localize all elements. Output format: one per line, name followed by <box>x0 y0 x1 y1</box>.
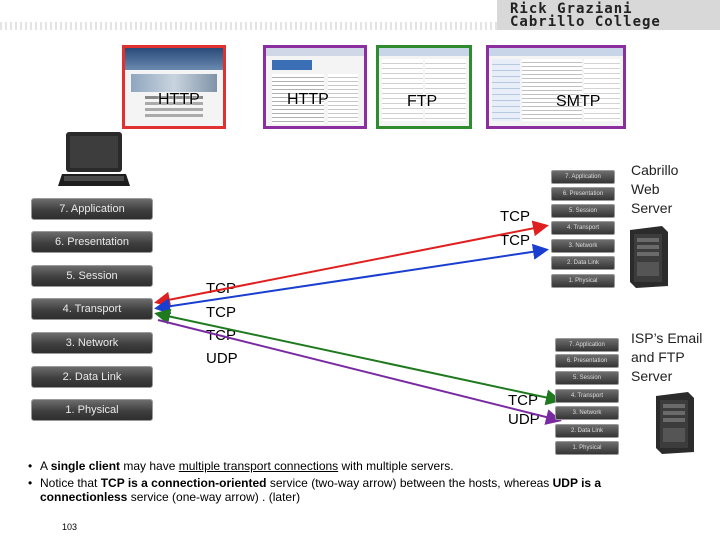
web-server-label-1: Cabrillo <box>631 162 679 178</box>
smtp-screenshot <box>486 45 626 129</box>
http-screenshot-2 <box>263 45 367 129</box>
server2-layer-presentation: 6. Presentation <box>555 354 619 368</box>
header-block <box>497 0 720 30</box>
http-label-2: HTTP <box>287 91 329 108</box>
client-layer-network: 3. Network <box>31 332 153 354</box>
page-number: 103 <box>62 522 78 532</box>
server2-layer-application: 7. Application <box>555 338 619 352</box>
server2-layer-transport: 4. Transport <box>555 389 619 403</box>
server2-layer-session: 5. Session <box>555 371 619 385</box>
header-college: Cabrillo College <box>510 14 661 30</box>
purple-udp-arrow <box>157 319 562 425</box>
server1-layer-physical: 1. Physical <box>551 274 615 288</box>
server1-layer-session: 5. Session <box>551 204 615 218</box>
email-server-label-3: Server <box>631 368 673 384</box>
client-layer-datalink: 2. Data Link <box>31 366 153 388</box>
client-layer-physical: 1. Physical <box>31 399 153 421</box>
red-tcp-arrow <box>154 220 549 308</box>
client-layer-application: 7. Application <box>31 198 153 220</box>
web-server-icon <box>630 226 668 288</box>
server2-protocol-2: UDP <box>508 411 540 428</box>
client-layer-transport: 4. Transport <box>31 298 153 320</box>
email-ftp-server-icon <box>656 392 694 454</box>
web-server-label-2: Web <box>631 181 660 197</box>
email-server-label-1: ISP’s Email <box>631 330 703 346</box>
http-label-1: HTTP <box>158 91 200 108</box>
server2-layer-physical: 1. Physical <box>555 441 619 455</box>
ftp-label: FTP <box>407 93 438 110</box>
header-author: Rick Graziani <box>510 1 633 17</box>
bullet-2: •Notice that TCP is a connection-oriente… <box>28 476 602 504</box>
client-layer-session: 5. Session <box>31 265 153 287</box>
email-server-label-2: and FTP <box>631 349 685 365</box>
server1-layer-network: 3. Network <box>551 239 615 253</box>
ftp-screenshot <box>376 45 472 129</box>
bullet-1: •A single client may have multiple trans… <box>28 459 454 473</box>
client-layer-presentation: 6. Presentation <box>31 231 153 253</box>
server1-layer-application: 7. Application <box>551 170 615 184</box>
server2-layer-network: 3. Network <box>555 406 619 420</box>
smtp-label: SMTP <box>556 93 601 110</box>
blue-tcp-arrow <box>154 243 549 315</box>
web-server-label-3: Server <box>631 200 673 216</box>
server2-layer-datalink: 2. Data Link <box>555 424 619 438</box>
green-tcp-arrow <box>154 308 562 406</box>
server1-layer-datalink: 2. Data Link <box>551 256 615 270</box>
header-stripes <box>0 22 500 30</box>
server1-layer-transport: 4. Transport <box>551 221 615 235</box>
laptop-icon <box>58 132 130 186</box>
notes: •A single client may have multiple trans… <box>28 459 678 504</box>
http-screenshot-1 <box>122 45 226 129</box>
server1-layer-presentation: 6. Presentation <box>551 187 615 201</box>
